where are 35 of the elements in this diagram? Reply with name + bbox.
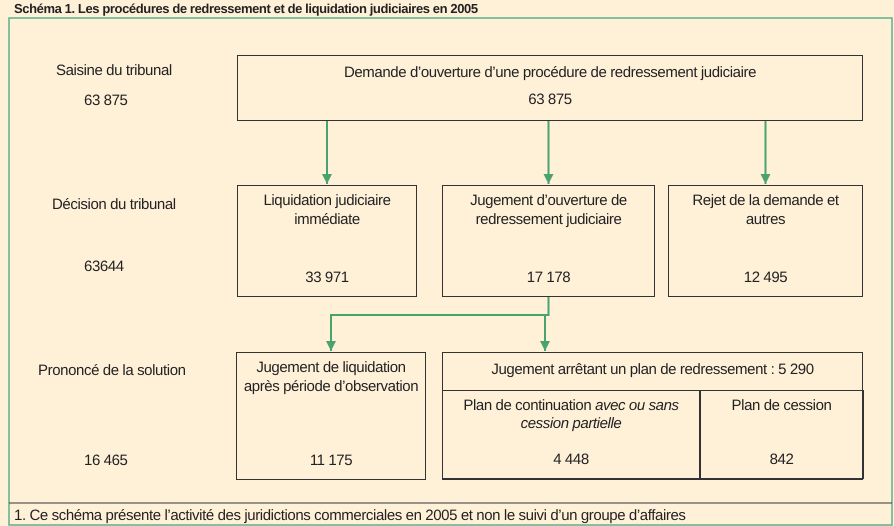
count-value: 63 875 [84, 92, 128, 110]
node-heading: Plan de continuation avec ou sans cession partielle [462, 396, 680, 434]
process-box [668, 185, 863, 297]
arrow [540, 297, 550, 351]
node-heading: Jugement d’ouverture de redressement judiciaire [469, 192, 628, 230]
process-box [237, 55, 863, 121]
process-box [442, 185, 655, 297]
count-value: 4 448 [553, 450, 589, 470]
arrow [544, 121, 554, 184]
process-box [236, 352, 426, 480]
node-heading: Jugement arrêtant un plan de redressement : 5 290 [490, 360, 815, 380]
row-label: Prononcé de la solution [38, 362, 186, 380]
process-box [699, 390, 864, 478]
arrow [760, 121, 770, 184]
count-value: 16 465 [84, 452, 128, 470]
row-label: Saisine du tribunal [56, 62, 172, 80]
node-heading: Liquidation judiciaire immédiate [262, 192, 392, 230]
count-value: 11 175 [310, 452, 352, 471]
count-value: 33 971 [305, 269, 349, 288]
count-value: 17 178 [526, 269, 570, 288]
row-label: Décision du tribunal [52, 196, 176, 214]
process-box [237, 185, 417, 297]
count-value: 12 495 [744, 269, 788, 288]
footnote: 1. Ce schéma présente l’activité des juridictions commerciales en 2005 et non le suivi d’un groupe d’affaires [14, 507, 686, 525]
node-heading: Jugement de liquidation après période d’observation [242, 359, 420, 396]
title: Schéma 1. Les procédures de redressement et de liquidation judiciaires en 2005 [14, 1, 478, 17]
node-heading: Plan de cession [732, 396, 832, 416]
group-box [442, 352, 863, 480]
count-value: 63644 [84, 258, 124, 276]
count-value: 842 [770, 450, 794, 470]
node-heading: Rejet de la demande et autres [691, 192, 840, 230]
count-value: 63 875 [528, 91, 572, 110]
node-heading: Demande d’ouverture d’une procédure de redressement judiciaire [344, 64, 756, 83]
arrow [322, 121, 332, 184]
process-box [442, 390, 700, 478]
